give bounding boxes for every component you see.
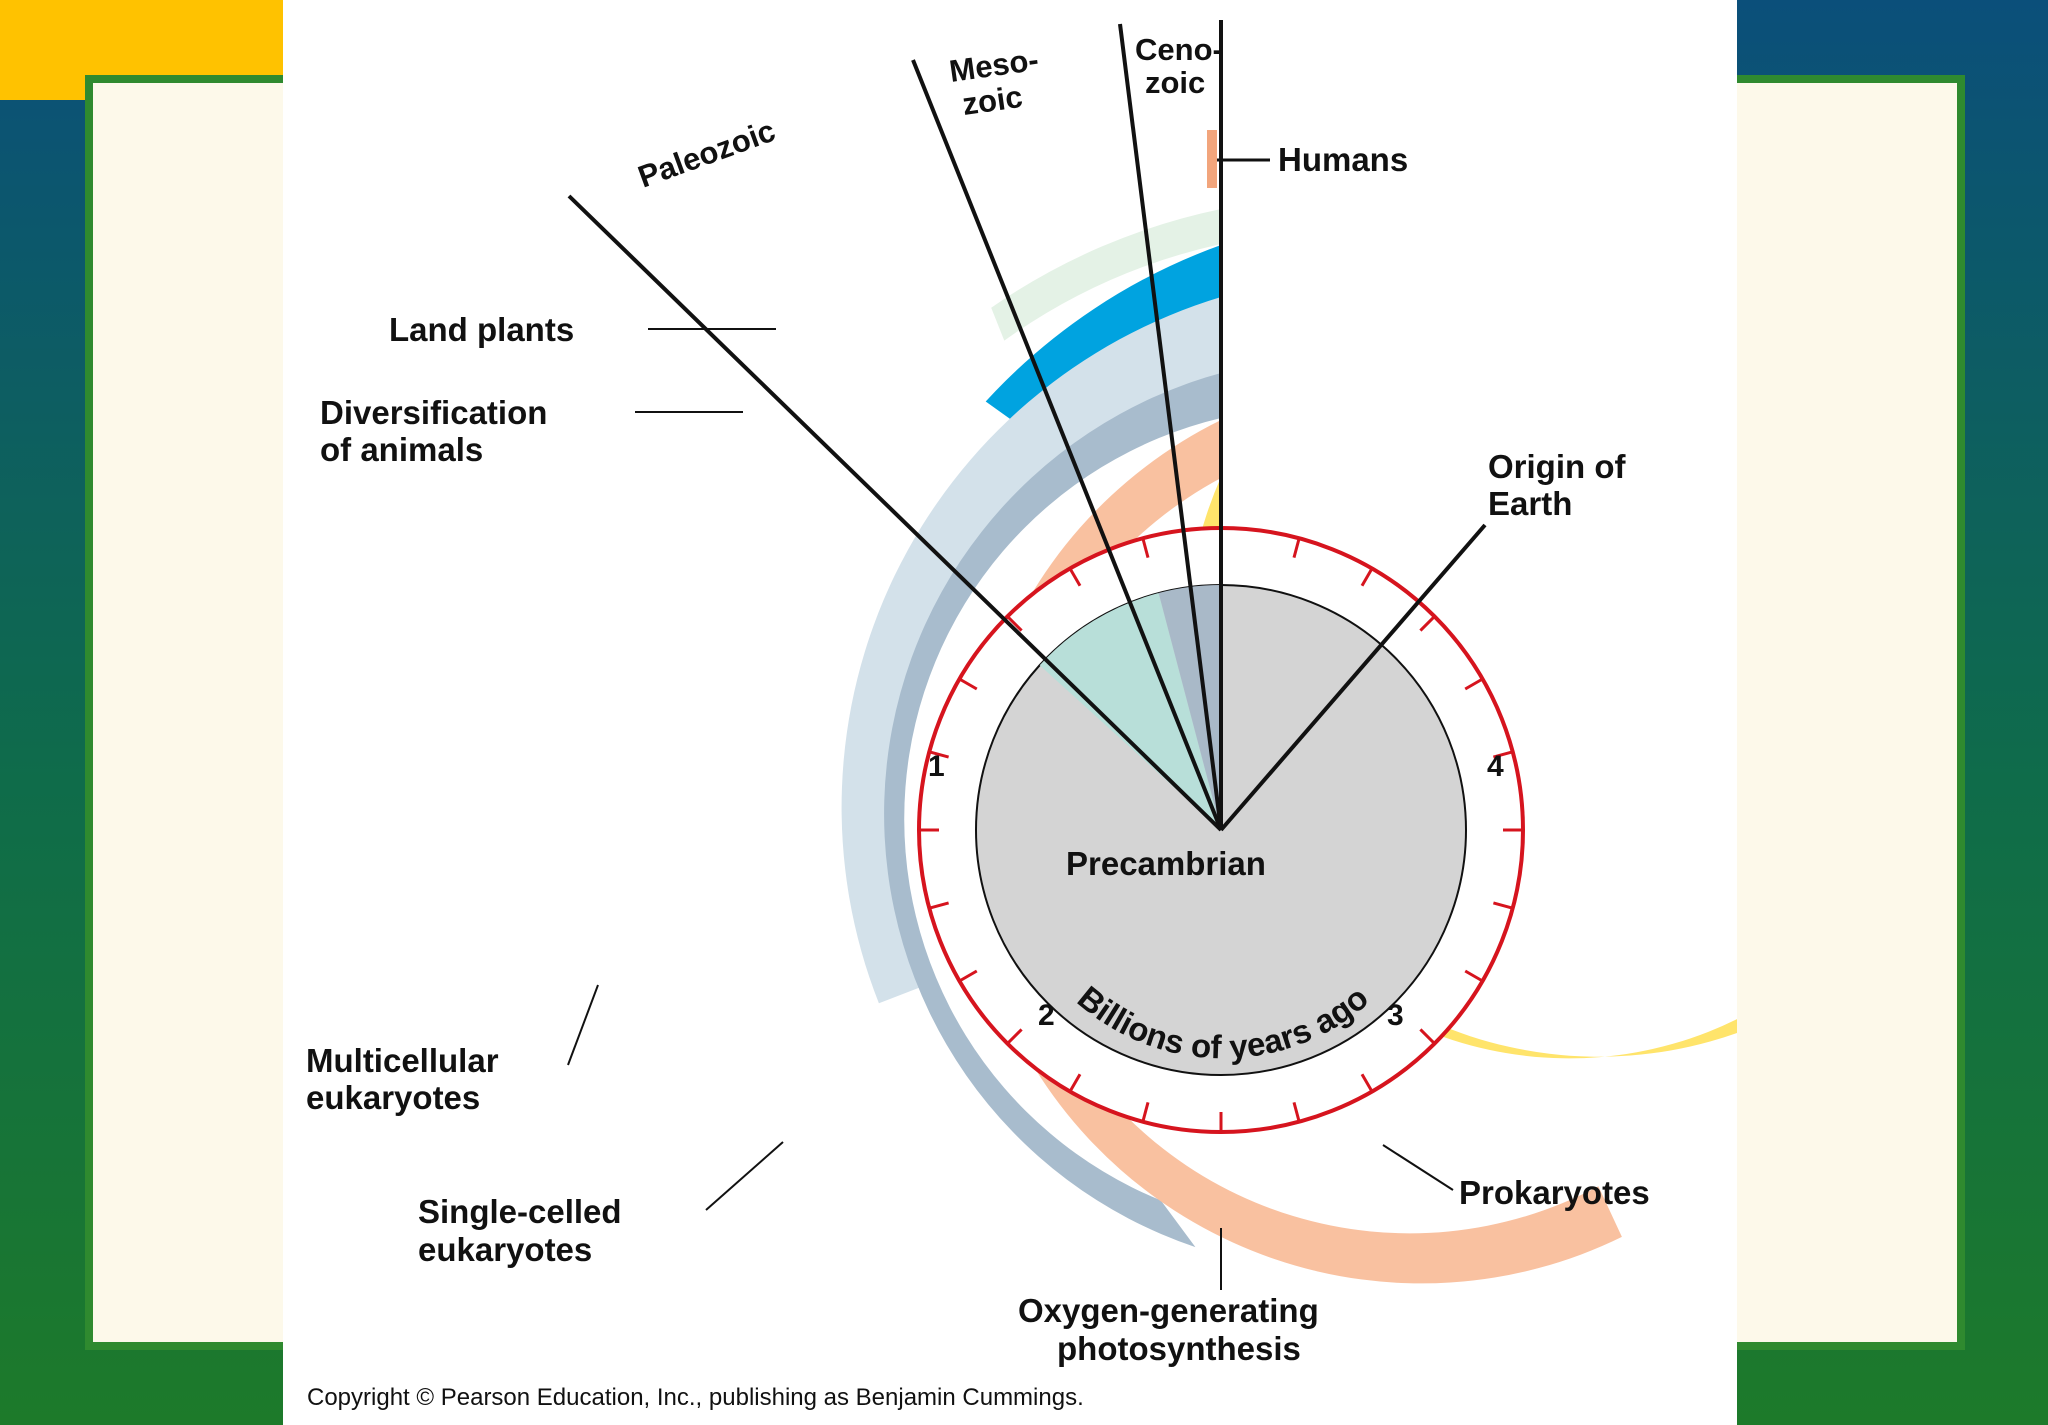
single-celled-label-line1: Single-celled [418,1193,622,1230]
clock-number-1: 1 [928,750,945,783]
single-celled-leader [705,1141,784,1211]
timeline-tick [928,901,949,910]
timeline-tick [1464,677,1484,691]
timeline-tick [1006,1028,1023,1045]
timeline-tick [1419,1028,1436,1045]
paleozoic-sector [1039,593,1221,830]
land-plants-label: Land plants [389,311,574,348]
timeline-tick [1493,901,1514,910]
timeline-tick [1141,1102,1150,1123]
multicellular-label-line2: eukaryotes [306,1079,480,1116]
timeline-tick [1493,750,1514,759]
single-celled-label-line2: eukaryotes [418,1231,592,1268]
copyright-notice: Copyright © Pearson Education, Inc., pub… [307,1384,1084,1411]
origin-pointer-line [1219,523,1487,832]
timeline-tick [1292,537,1301,558]
timeline-tick [1292,1102,1301,1123]
single-celled-band [884,373,1221,1248]
timeline-tick [958,969,978,983]
timeline-tick [928,750,949,759]
cenozoic-line [1118,23,1223,831]
timeline-ticks [919,528,1523,1132]
origin-of-earth-label-line1: Origin of [1488,448,1626,485]
prokaryotes-leader [1382,1144,1454,1191]
oxygen-label-line2: photosynthesis [1057,1330,1301,1367]
clock-number-3: 3 [1387,999,1404,1032]
history-of-life-clock-diagram: Paleozoic Meso- zoic Ceno- zoic Humans L… [306,20,1737,1411]
timeline-tick [1419,615,1436,632]
multicellular-label-line1: Multicellular [306,1042,499,1079]
prokaryotes-label: Prokaryotes [1459,1174,1650,1211]
timeline-tick [1464,969,1484,983]
land-plants-band [991,209,1221,341]
paleozoic-line [567,194,1223,832]
paleozoic-label: Paleozoic [633,113,779,195]
cenozoic-label-line2: zoic [1145,65,1205,100]
mesozoic-label-line2: zoic [960,79,1025,122]
timeline-tick [958,677,978,691]
oxygen-label-line1: Oxygen-generating [1018,1292,1319,1329]
origin-of-earth-label-line2: Earth [1488,485,1572,522]
diversification-label-line2: of animals [320,431,483,468]
multicellular-leader [567,984,599,1066]
mesozoic-sector [1158,584,1221,830]
timeline-tick [1068,1073,1082,1093]
timeline-tick [1068,567,1082,587]
precambrian-label: Precambrian [1066,845,1266,882]
cenozoic-label-line1: Ceno- [1135,32,1223,67]
timeline-tick [1360,567,1374,587]
clock-number-2: 2 [1038,999,1055,1032]
timeline-tick [1141,537,1150,558]
timeline-tick [1360,1073,1374,1093]
diversification-label-line1: Diversification [320,394,547,431]
mesozoic-line [911,59,1223,831]
humans-marker [1207,130,1217,188]
diagram-slide: Paleozoic Meso- zoic Ceno- zoic Humans L… [283,0,1737,1425]
humans-label: Humans [1278,141,1408,178]
clock-number-4: 4 [1487,750,1504,783]
timeline-tick [1006,615,1023,632]
